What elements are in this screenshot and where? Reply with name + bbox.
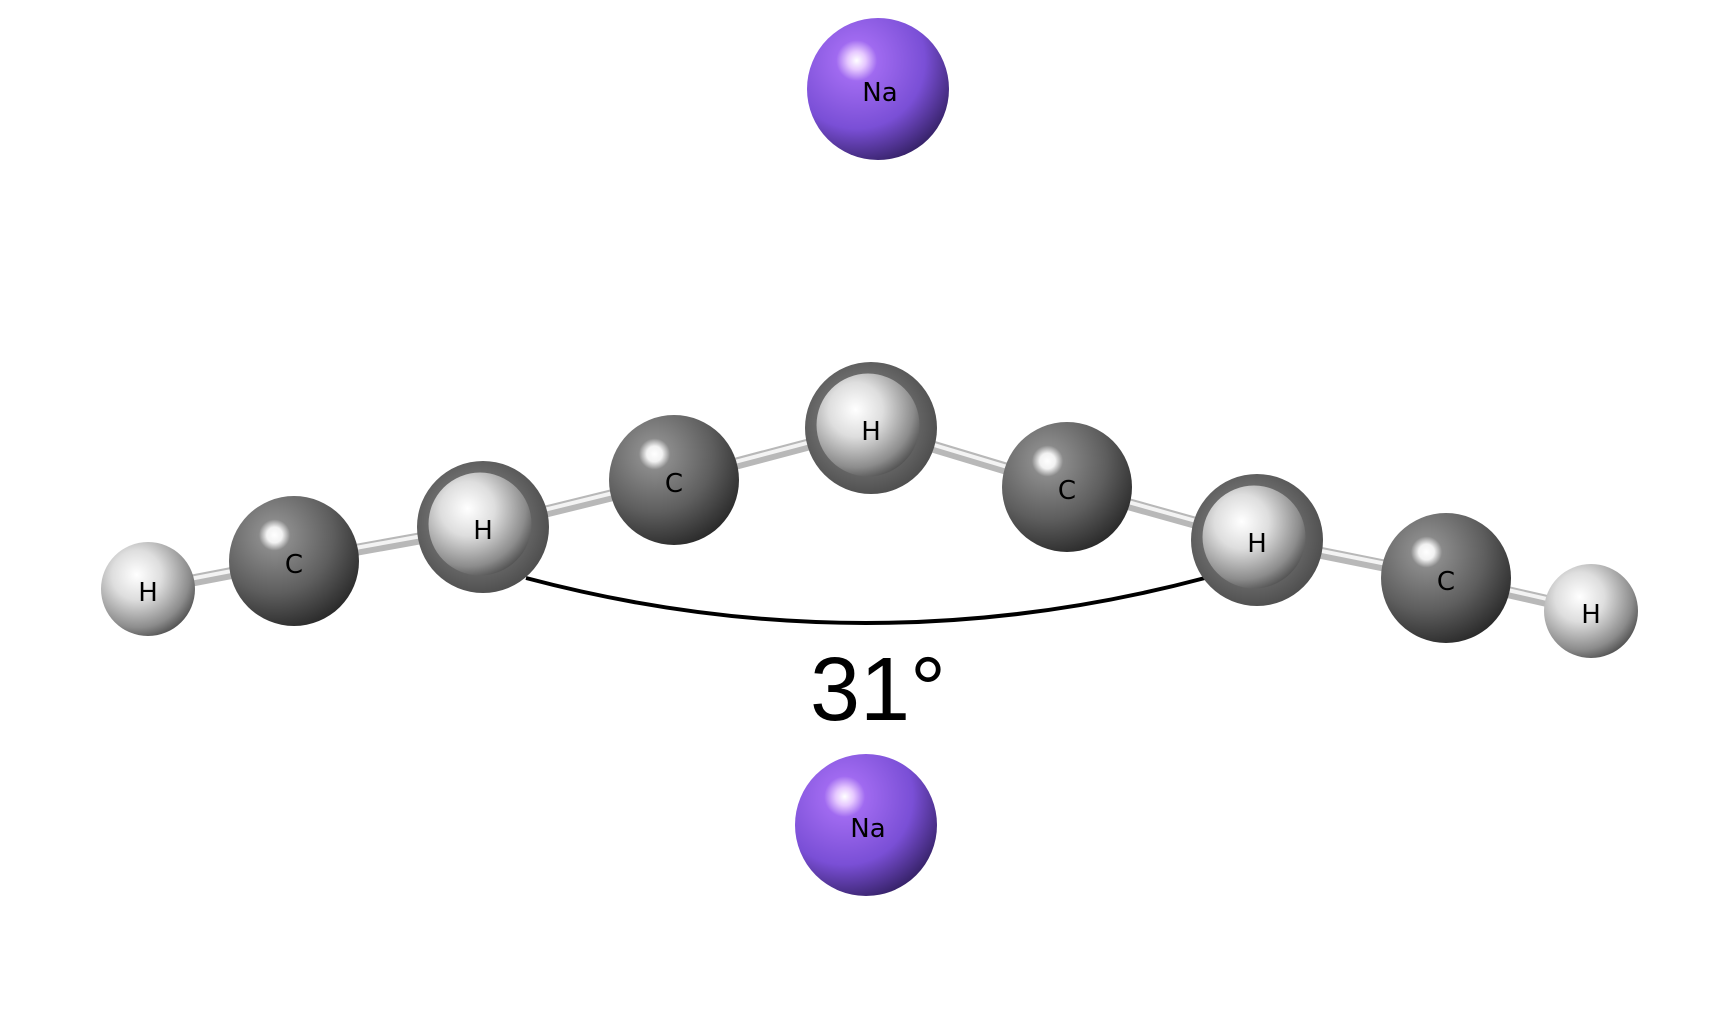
atom-label: H	[138, 578, 158, 608]
atom-sphere	[1381, 513, 1511, 643]
atom-h-2: H	[417, 461, 549, 593]
atom-label: Na	[850, 814, 885, 844]
atom-sphere	[101, 542, 195, 636]
atom-label: C	[665, 469, 683, 499]
atom-sphere	[1544, 564, 1638, 658]
atom-label: C	[1058, 476, 1076, 506]
atom-h-4: H	[805, 362, 937, 494]
atom-label: H	[473, 516, 493, 546]
atom-c-3: C	[609, 415, 739, 545]
atom-na-bottom: Na	[795, 754, 937, 896]
atom-na-top: Na	[807, 18, 949, 160]
atom-label: Na	[862, 78, 897, 108]
atom-label: C	[285, 550, 303, 580]
atom-c-5: C	[1002, 422, 1132, 552]
atom-label: C	[1437, 567, 1455, 597]
atom-c-1: C	[229, 496, 359, 626]
atom-h-right-end: H	[1544, 564, 1638, 658]
atom-sphere	[1202, 485, 1306, 589]
atom-sphere	[807, 18, 949, 160]
atom-sphere	[609, 415, 739, 545]
atom-label: H	[1247, 529, 1267, 559]
atom-sphere	[428, 472, 532, 576]
angle-label: 31°	[810, 640, 946, 740]
atom-h-6: H	[1191, 474, 1323, 606]
atom-sphere	[1002, 422, 1132, 552]
atom-label: H	[861, 417, 881, 447]
angle-arc	[525, 576, 1206, 625]
atom-sphere	[795, 754, 937, 896]
atom-h-left-end: H	[101, 542, 195, 636]
atom-c-7: C	[1381, 513, 1511, 643]
atom-sphere	[229, 496, 359, 626]
atom-label: H	[1581, 600, 1601, 630]
atom-sphere	[816, 373, 920, 477]
